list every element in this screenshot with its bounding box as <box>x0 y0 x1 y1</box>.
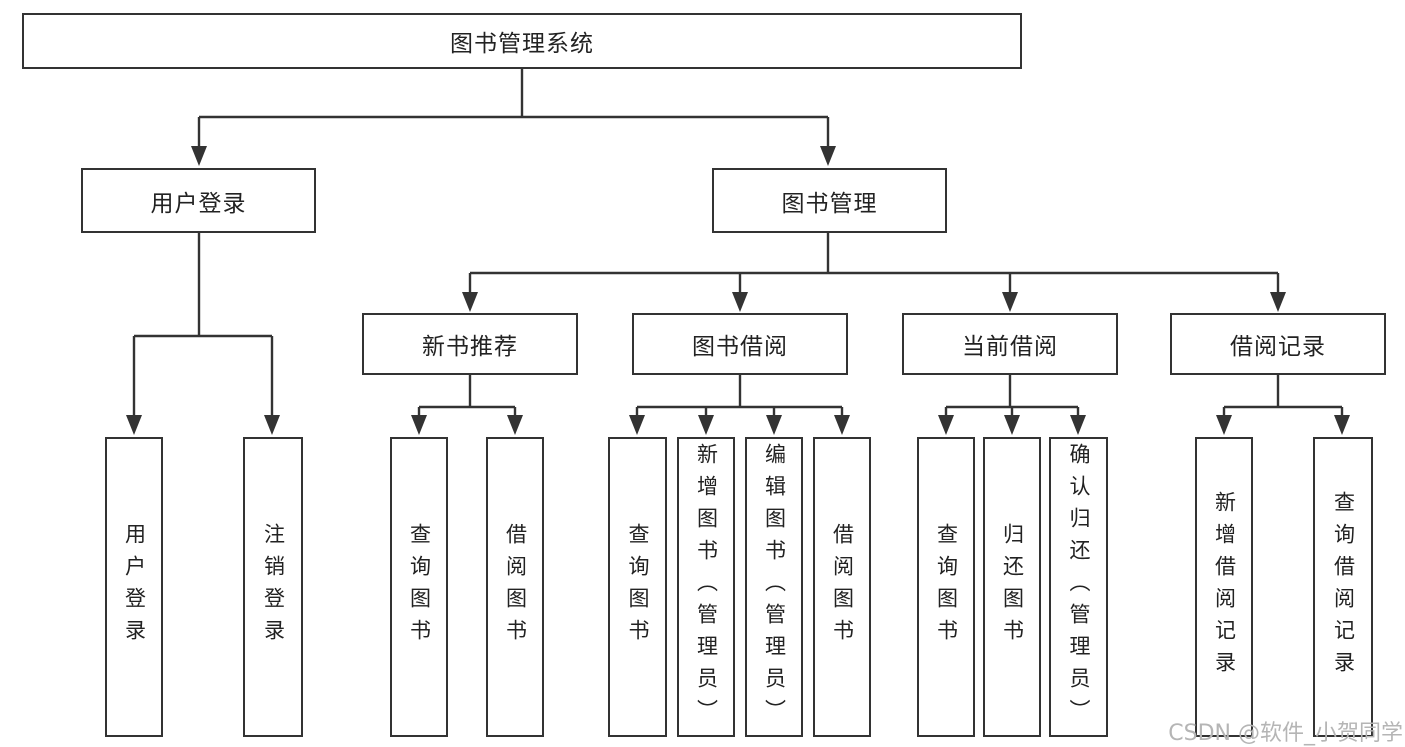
node-label: 确认归还（管理员） <box>1067 443 1091 731</box>
node-leaf-query-books-current: 查询图书 <box>917 437 975 737</box>
tree-connector-paths <box>132 69 1344 419</box>
node-label: 归还图书 <box>1000 523 1025 651</box>
node-label: 借阅记录 <box>1230 334 1326 360</box>
node-borrowing-records: 借阅记录 <box>1170 313 1386 375</box>
node-leaf-return-book: 归还图书 <box>983 437 1041 737</box>
node-leaf-query-books-recommend: 查询图书 <box>390 437 448 737</box>
watermark-text: CSDN @软件_小贺同学 <box>1168 721 1403 746</box>
node-label: 注销登录 <box>261 523 286 651</box>
node-leaf-edit-book-admin: 编辑图书（管理员） <box>745 437 803 737</box>
node-label: 图书借阅 <box>692 334 788 360</box>
node-label: 当前借阅 <box>962 334 1058 360</box>
node-book-borrowing: 图书借阅 <box>632 313 848 375</box>
node-leaf-add-book-admin: 新增图书（管理员） <box>677 437 735 737</box>
node-user-login: 用户登录 <box>81 168 316 233</box>
node-label: 用户登录 <box>150 190 247 217</box>
node-label: 编辑图书（管理员） <box>762 443 787 731</box>
node-library-management-system: 图书管理系统 <box>22 13 1022 69</box>
node-label: 借阅图书 <box>503 523 528 651</box>
node-label: 借阅图书 <box>830 523 855 651</box>
node-label: 图书管理 <box>781 190 878 217</box>
node-leaf-borrow-books-recommend: 借阅图书 <box>486 437 544 737</box>
node-label: 查询图书 <box>934 523 959 651</box>
node-leaf-logout: 注销登录 <box>243 437 303 737</box>
node-label: 查询借阅记录 <box>1331 491 1356 683</box>
node-current-borrowing: 当前借阅 <box>902 313 1118 375</box>
node-book-management: 图书管理 <box>712 168 947 233</box>
node-label: 用户登录 <box>122 523 147 651</box>
node-label: 新增图书（管理员） <box>694 443 719 731</box>
node-label: 查询图书 <box>626 523 650 651</box>
node-new-book-recommendation: 新书推荐 <box>362 313 578 375</box>
node-leaf-query-books-borrow: 查询图书 <box>608 437 667 737</box>
node-label: 新增借阅记录 <box>1212 491 1237 683</box>
node-label: 新书推荐 <box>422 334 518 360</box>
node-leaf-query-borrow-record: 查询借阅记录 <box>1313 437 1373 737</box>
node-leaf-confirm-return-admin: 确认归还（管理员） <box>1049 437 1108 737</box>
node-leaf-user-login: 用户登录 <box>105 437 163 737</box>
node-label: 查询图书 <box>407 523 432 651</box>
node-leaf-add-borrow-record: 新增借阅记录 <box>1195 437 1253 737</box>
node-leaf-borrow-books: 借阅图书 <box>813 437 871 737</box>
node-label: 图书管理系统 <box>450 31 594 57</box>
